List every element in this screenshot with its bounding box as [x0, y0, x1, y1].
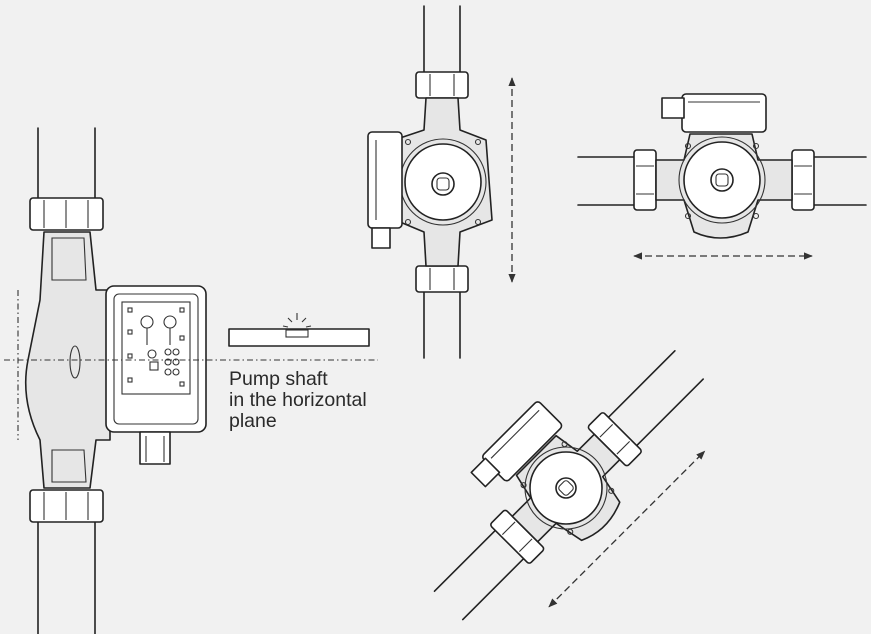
spirit-level — [228, 313, 370, 347]
caption-line-3: plane — [229, 410, 277, 432]
pump-shaft-caption: Pump shaft in the horizontal plane — [229, 369, 367, 432]
pump-vertical-pipe-view — [367, 5, 516, 359]
caption-line-1: Pump shaft — [229, 368, 328, 390]
caption-line-2: in the horizontal — [229, 389, 367, 411]
pump-diagonal-pipe-view — [433, 350, 706, 621]
pump-front-view-large — [4, 127, 378, 634]
pump-horizontal-pipe-view — [577, 93, 867, 260]
